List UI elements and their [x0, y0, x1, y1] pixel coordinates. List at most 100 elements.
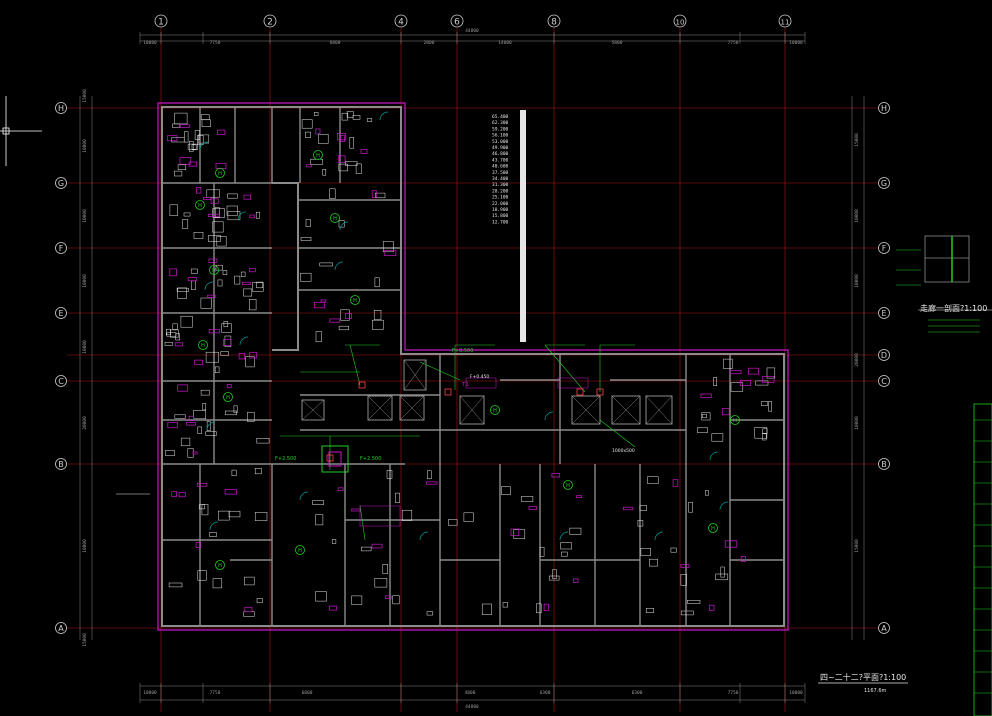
- building-outline: [157, 102, 789, 631]
- column-axis-6: 6: [450, 14, 464, 28]
- elevator-cross: [399, 395, 425, 421]
- elevator-cross: [403, 359, 427, 391]
- elevation-value: 40.600: [492, 164, 509, 170]
- fixture: [623, 506, 634, 511]
- furniture: [212, 578, 223, 589]
- furniture: [560, 542, 572, 550]
- door-swing: [559, 531, 569, 541]
- fixture: [543, 603, 549, 611]
- note-box: [557, 377, 589, 389]
- sprinkler-icon: [730, 415, 740, 425]
- door-swing: [339, 221, 349, 231]
- row-axis-D-right: D: [878, 349, 890, 361]
- sprinkler-icon: [223, 392, 233, 402]
- furniture: [198, 504, 205, 510]
- furniture: [187, 143, 199, 150]
- elevation-value: 46.800: [492, 151, 509, 157]
- row-axis-B-right: B: [878, 458, 890, 470]
- fixture: [721, 408, 730, 416]
- dim-left: 10000: [82, 139, 88, 153]
- furniture: [256, 598, 263, 604]
- elevator-shaft: [645, 395, 673, 425]
- fixture: [188, 415, 195, 422]
- column-axis-2: 2: [263, 14, 277, 28]
- fixture: [194, 359, 203, 366]
- fixture: [203, 197, 211, 200]
- sprinkler-icon: [330, 213, 340, 223]
- door-swing: [544, 411, 554, 421]
- furniture: [301, 119, 313, 129]
- fixture: [208, 258, 218, 263]
- fixture: [243, 194, 252, 200]
- furniture: [300, 272, 312, 282]
- furniture: [206, 189, 220, 198]
- furniture: [755, 380, 769, 386]
- furniture: [221, 323, 232, 333]
- furniture: [373, 310, 382, 320]
- furniture: [448, 519, 458, 526]
- elevation-value: 62.300: [492, 120, 509, 126]
- note-text: F+2.500: [275, 456, 296, 462]
- sprinkler-label: H: [711, 526, 715, 532]
- furniture: [172, 323, 178, 330]
- furniture: [180, 437, 191, 447]
- fixture: [371, 543, 383, 549]
- furniture: [340, 309, 350, 321]
- door-swing: [199, 141, 209, 151]
- dim-right: 15000: [854, 133, 860, 147]
- sprinkler-icon: [215, 560, 225, 570]
- dim-top: 7750: [728, 40, 739, 46]
- furniture: [548, 575, 560, 581]
- furniture: [723, 358, 733, 369]
- dim-bottom-total: 44800: [465, 704, 479, 710]
- leader-line: [359, 504, 366, 541]
- dim-top: 14000: [498, 40, 512, 46]
- plan-title: 四~二十二?平面?1:100: [820, 672, 906, 682]
- furniture: [201, 119, 211, 127]
- fixture: [217, 129, 226, 135]
- furniture: [715, 573, 729, 581]
- elevation-value: 43.700: [492, 157, 509, 163]
- fixture: [249, 268, 256, 273]
- sprinkler-label: H: [218, 563, 222, 569]
- sprinkler-label: H: [201, 343, 205, 349]
- furniture: [174, 414, 186, 419]
- elevator-shaft: [571, 395, 601, 425]
- furniture: [319, 262, 333, 267]
- elevator-cross: [367, 395, 393, 421]
- furniture: [539, 546, 545, 557]
- furniture: [252, 282, 264, 292]
- fixture: [551, 473, 561, 478]
- dim-right: 10000: [854, 209, 860, 223]
- sprinkler-icon: [708, 523, 718, 533]
- row-axis-H-left: H: [55, 102, 67, 114]
- dim-right: 15000: [854, 539, 860, 553]
- furniture: [382, 241, 394, 253]
- fixture: [314, 301, 325, 309]
- cad-cursor[interactable]: [0, 96, 42, 166]
- furniture: [670, 547, 677, 553]
- leader-line: [599, 419, 636, 448]
- sprinkler-label: H: [333, 216, 337, 222]
- furniture: [645, 608, 654, 613]
- furniture: [164, 342, 173, 346]
- sprinkler-label: H: [298, 548, 302, 554]
- sprinkler-label: H: [493, 408, 497, 414]
- fixture: [177, 384, 189, 392]
- sprinkler-label: H: [212, 268, 216, 274]
- row-axis-A-right: A: [878, 622, 890, 634]
- furniture: [205, 351, 219, 363]
- axis-label: C: [58, 377, 64, 386]
- elevation-value: 34.400: [492, 176, 509, 182]
- axis-label: E: [58, 309, 63, 318]
- furniture: [361, 546, 372, 552]
- fixture: [700, 393, 712, 398]
- furniture: [256, 281, 263, 289]
- fixture: [224, 489, 237, 495]
- elevation-value: 65.400: [492, 114, 509, 120]
- dim-top-total: 44800: [465, 28, 479, 34]
- dim-top: 7750: [210, 40, 221, 46]
- row-axis-E-right: E: [878, 307, 890, 319]
- furniture: [680, 574, 687, 586]
